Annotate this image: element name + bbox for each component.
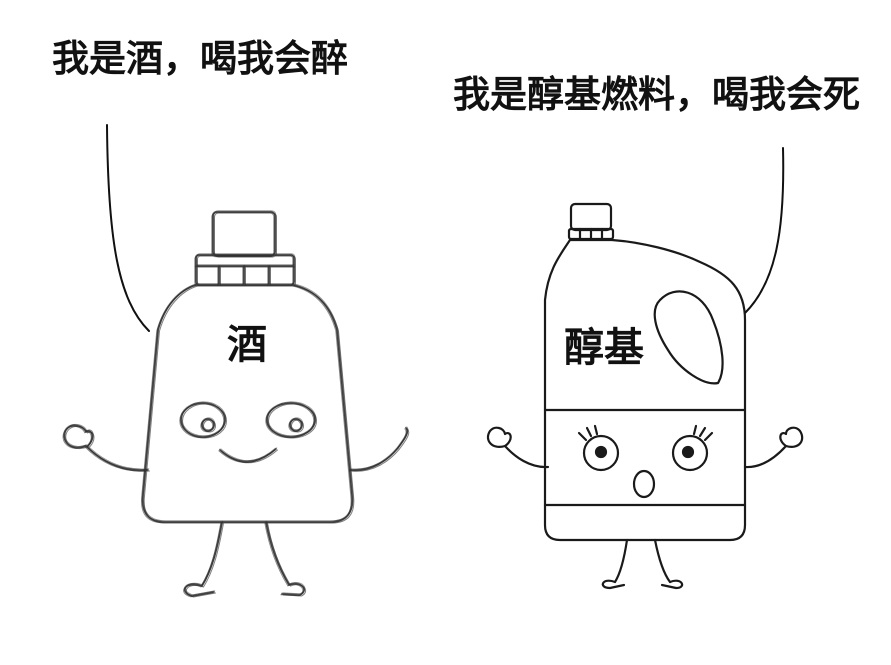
methanol-right-arm — [743, 444, 788, 469]
alcohol-bottle-sketch-layer — [63, 211, 408, 597]
alcohol-bottle-sketch-layer — [64, 210, 409, 596]
methanol-bottle-handle — [653, 290, 724, 385]
speech-tail-left — [106, 124, 150, 332]
methanol-left-arm — [503, 444, 550, 469]
methanol-right-lashes — [692, 424, 714, 442]
methanol-left-leg — [613, 538, 629, 584]
methanol-right-leg — [653, 538, 672, 584]
methanol-bottle — [486, 202, 804, 590]
alcohol-bottle-sketch-layer — [62, 212, 407, 598]
alcohol-bottle — [62, 210, 410, 598]
methanol-left-foot — [601, 579, 626, 590]
methanol-bottle-ring-ridges — [578, 227, 604, 241]
methanol-bottle-body — [543, 238, 747, 542]
methanol-left-hand — [486, 426, 512, 448]
methanol-left-eye — [582, 434, 620, 472]
methanol-bottle-cap — [569, 202, 613, 232]
methanol-mouth — [632, 469, 656, 499]
methanol-right-pupil — [681, 445, 695, 459]
methanol-right-hand — [779, 426, 804, 448]
methanol-right-eye — [671, 434, 709, 472]
methanol-bottle-label: 醇基 — [564, 325, 644, 371]
speech-text-alcohol: 我是酒，喝我会醉 — [52, 37, 348, 80]
alcohol-bottle-sketch-layer — [65, 212, 410, 598]
methanol-left-lashes — [577, 424, 599, 442]
methanol-left-pupil — [594, 445, 608, 459]
speech-tail-right — [744, 147, 785, 314]
alcohol-bottle-label: 酒 — [227, 322, 267, 368]
methanol-right-foot — [660, 579, 684, 590]
speech-text-methanol: 我是醇基燃料，喝我会死 — [453, 73, 860, 116]
alcohol-bottle-sketch-layer — [63, 210, 408, 596]
